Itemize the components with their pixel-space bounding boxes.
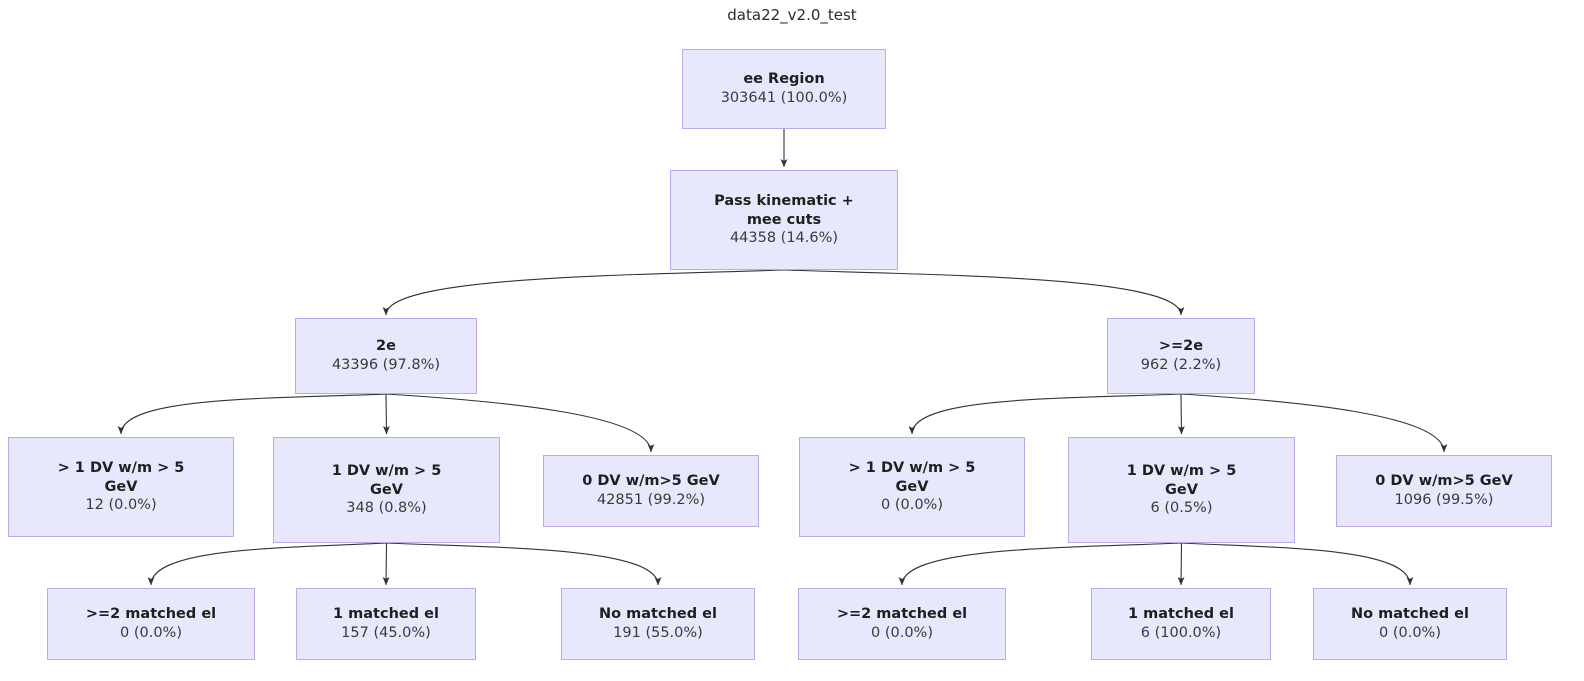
edge-2e-to-2e_0dv: [385, 393, 655, 453]
node-label: >=2 matched el: [836, 606, 968, 623]
node-label: 1 matched el: [333, 606, 439, 623]
node-stat: 0 (0.0%): [120, 625, 182, 641]
node-label: > 1 DV w/m > 5 GeV: [57, 460, 185, 495]
node-label: 0 DV w/m>5 GeV: [582, 473, 720, 490]
tree-node-2e_1dv[interactable]: 1 DV w/m > 5 GeV 348 (0.8%): [273, 437, 500, 543]
node-stat: 6 (0.5%): [1150, 500, 1213, 517]
tree-node-2e_gt1dv[interactable]: > 1 DV w/m > 5 GeV 12 (0.0%): [8, 437, 234, 537]
edge-2e_1dv-to-2e_1m: [382, 542, 390, 586]
edge-ge2e-to-ge2e_0dv: [1180, 393, 1448, 453]
node-stat: 0 (0.0%): [1379, 625, 1441, 641]
node-stat: 1096 (99.5%): [1394, 492, 1494, 508]
edge-2e_1dv-to-2e_0m: [386, 542, 662, 586]
tree-node-2e_ge2m[interactable]: >=2 matched el 0 (0.0%): [47, 588, 255, 660]
node-stat: 44358 (14.6%): [729, 230, 839, 247]
node-label: >=2e: [1158, 338, 1204, 355]
edge-ge2e_1dv-to-ge2e_1m: [1177, 542, 1185, 586]
node-stat: 42851 (99.2%): [596, 492, 706, 508]
tree-node-ge2e_0dv[interactable]: 0 DV w/m>5 GeV 1096 (99.5%): [1336, 455, 1552, 527]
node-stat: 0 (0.0%): [881, 497, 943, 514]
node-label: 1 DV w/m > 5 GeV: [331, 463, 442, 498]
node-stat: 157 (45.0%): [341, 625, 431, 641]
tree-node-ge2e_0m[interactable]: No matched el 0 (0.0%): [1313, 588, 1507, 660]
tree-node-ge2e_1dv[interactable]: 1 DV w/m > 5 GeV 6 (0.5%): [1068, 437, 1295, 543]
tree-node-2e_0dv[interactable]: 0 DV w/m>5 GeV 42851 (99.2%): [543, 455, 759, 527]
node-label: ee Region: [743, 71, 825, 88]
node-stat: 12 (0.0%): [85, 497, 157, 514]
node-label: >=2 matched el: [85, 606, 217, 623]
node-label: No matched el: [1351, 606, 1469, 623]
node-stat: 962 (2.2%): [1140, 357, 1222, 373]
edge-cuts-to-2e: [382, 269, 785, 316]
node-stat: 191 (55.0%): [613, 625, 703, 641]
node-stat: 348 (0.8%): [346, 500, 427, 517]
tree-node-2e[interactable]: 2e 43396 (97.8%): [295, 318, 477, 394]
node-stat: 0 (0.0%): [871, 625, 933, 641]
node-label: > 1 DV w/m > 5 GeV: [848, 460, 976, 495]
node-label: 1 matched el: [1128, 606, 1234, 623]
tree-node-ge2e[interactable]: >=2e 962 (2.2%): [1107, 318, 1255, 394]
edge-ge2e-to-ge2e_1dv: [1177, 393, 1185, 435]
tree-node-ge2e_gt1dv[interactable]: > 1 DV w/m > 5 GeV 0 (0.0%): [799, 437, 1025, 537]
edge-ge2e_1dv-to-ge2e_0m: [1181, 542, 1414, 586]
edge-2e-to-2e_1dv: [382, 393, 390, 435]
node-label: No matched el: [599, 606, 717, 623]
edge-cuts-to-ge2e: [783, 269, 1185, 316]
tree-node-ge2e_1m[interactable]: 1 matched el 6 (100.0%): [1091, 588, 1271, 660]
node-label: 1 DV w/m > 5 GeV: [1126, 463, 1237, 498]
tree-node-root[interactable]: ee Region 303641 (100.0%): [682, 49, 886, 129]
node-label: 0 DV w/m>5 GeV: [1375, 473, 1513, 490]
node-stat: 43396 (97.8%): [331, 357, 441, 373]
edge-ge2e_1dv-to-ge2e_ge2m: [898, 542, 1182, 586]
tree-node-2e_1m[interactable]: 1 matched el 157 (45.0%): [296, 588, 476, 660]
node-label: Pass kinematic + mee cuts: [714, 193, 854, 228]
page-title: data22_v2.0_test: [727, 6, 857, 24]
edges-group: [117, 129, 1448, 586]
edge-2e_1dv-to-2e_ge2m: [147, 542, 387, 586]
node-label: 2e: [376, 338, 396, 355]
edge-2e-to-2e_gt1dv: [117, 393, 387, 435]
node-stat: 303641 (100.0%): [720, 90, 848, 106]
tree-node-ge2e_ge2m[interactable]: >=2 matched el 0 (0.0%): [798, 588, 1006, 660]
tree-node-2e_0m[interactable]: No matched el 191 (55.0%): [561, 588, 755, 660]
node-stat: 6 (100.0%): [1140, 625, 1222, 641]
edge-ge2e-to-ge2e_gt1dv: [908, 393, 1182, 435]
tree-node-cuts[interactable]: Pass kinematic + mee cuts 44358 (14.6%): [670, 170, 898, 270]
